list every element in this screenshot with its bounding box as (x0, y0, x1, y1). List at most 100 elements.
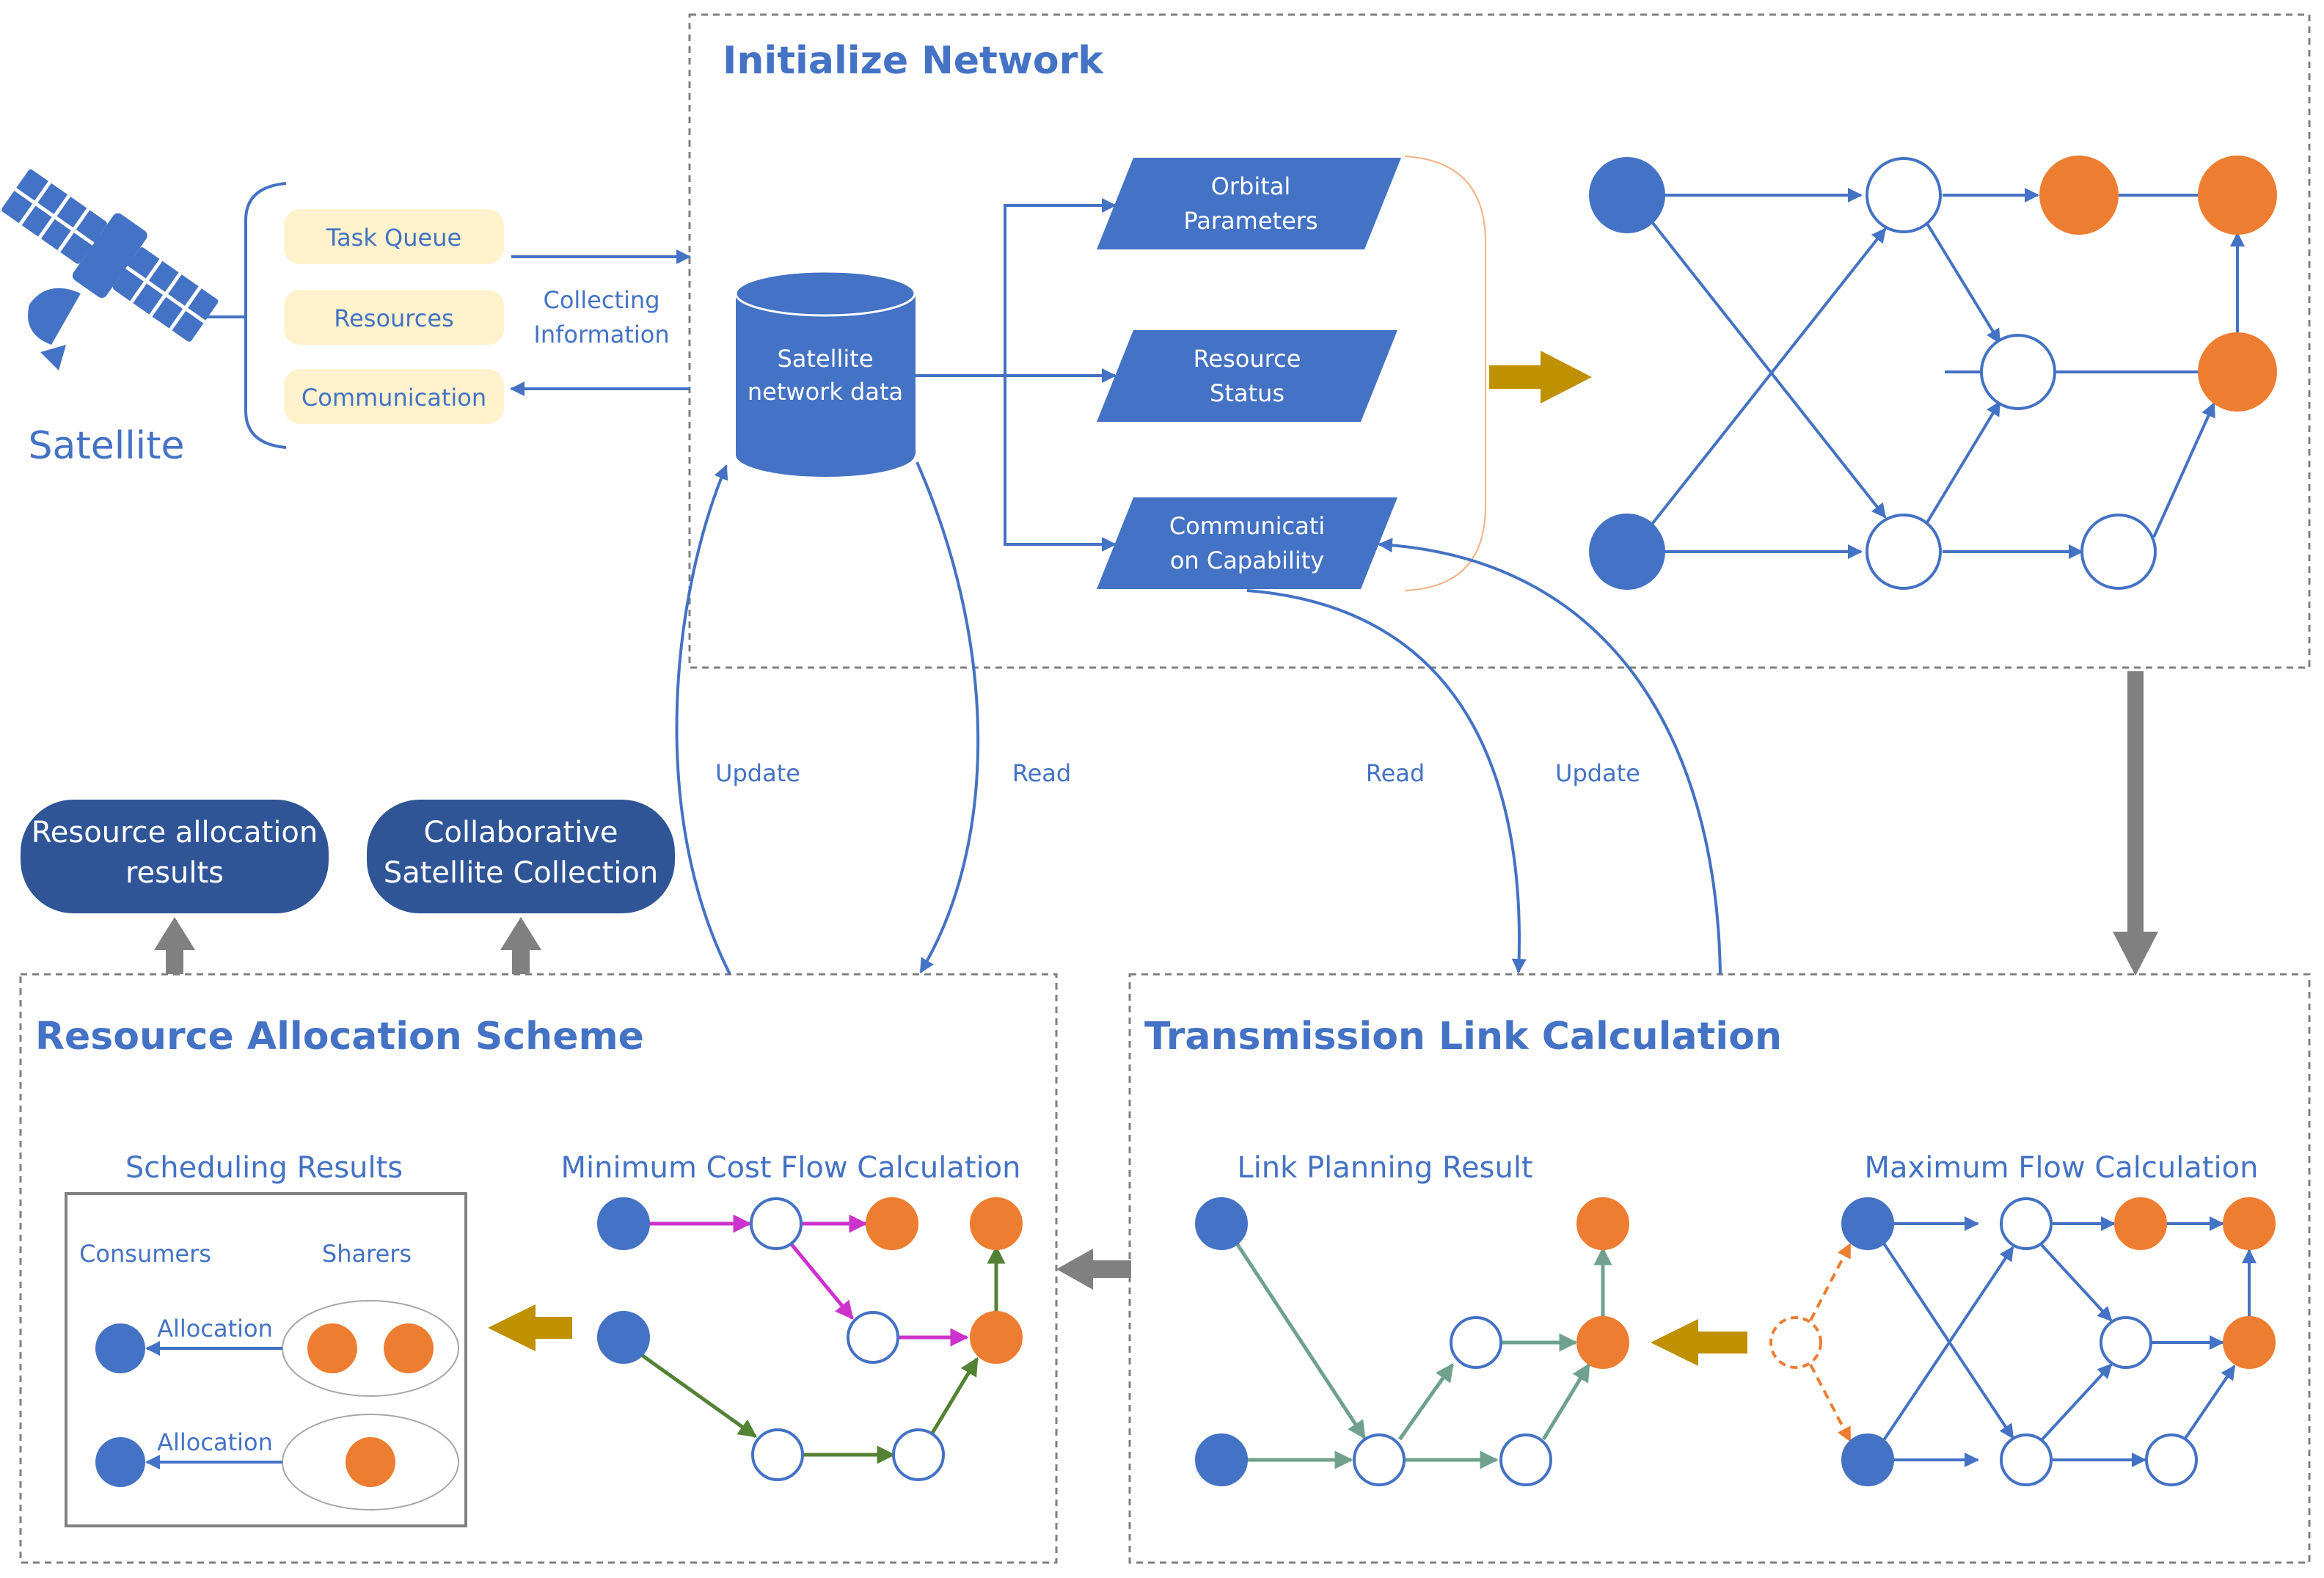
initial-network-edges (1643, 188, 2245, 559)
consumer-node (95, 1437, 145, 1487)
communication-capability-shape (1097, 497, 1397, 589)
task-queue-box (284, 209, 504, 264)
init-node-sharer (2039, 156, 2119, 235)
mincost-sharer-node (970, 1197, 1023, 1250)
init-node-hollow (1980, 334, 2056, 410)
update-label-right: Update (1555, 759, 1640, 787)
init-node-hollow (2080, 514, 2157, 590)
maxflow-to-linkplan-arrow (1651, 1319, 1747, 1366)
init-node-source-top (1589, 157, 1665, 233)
link-sharer-node (1576, 1316, 1629, 1369)
maxflow-hollow-node (2000, 1433, 2053, 1486)
initialize-network-title: Initialize Network (723, 39, 1104, 83)
init-node-source-bottom (1589, 514, 1665, 590)
communication-capability-label-1: Communicati (1169, 512, 1325, 540)
update-read-curves (675, 461, 1722, 975)
satellite-icon (1, 169, 219, 370)
parameter-fanout (916, 198, 1117, 552)
read-label-right: Read (1366, 759, 1425, 787)
orbital-parameters-label-1: Orbital (1211, 172, 1291, 200)
max-flow-edges (1881, 1216, 2257, 1467)
resources-label: Resources (334, 304, 453, 332)
initialize-network-frame (688, 13, 2311, 669)
database-label-1: Satellite (777, 345, 873, 373)
communication-capability-label-2: on Capability (1170, 547, 1324, 574)
mincost-sharer-node (866, 1197, 918, 1250)
consumers-label: Consumers (79, 1240, 211, 1268)
sharer-node (307, 1323, 357, 1373)
read-curve-left (916, 461, 980, 974)
task-queue-label: Task Queue (326, 224, 461, 252)
communication-label: Communication (302, 384, 486, 412)
transmission-to-allocation-arrow (1056, 1249, 1131, 1290)
satellite-panel-grid (14, 180, 206, 331)
orbital-parameters-shape (1097, 158, 1401, 249)
link-source-node (1195, 1433, 1248, 1486)
resource-status-label-1: Resource (1194, 345, 1301, 373)
satellite-label: Satellite (29, 424, 185, 468)
mincost-source-node (597, 1311, 650, 1364)
min-cost-flow-title: Minimum Cost Flow Calculation (561, 1151, 1021, 1185)
link-sharer-node (1576, 1197, 1629, 1250)
communication-box (284, 369, 504, 424)
link-planning-nodes (1195, 1197, 1629, 1486)
mincost-to-scheduling-arrow (488, 1304, 572, 1351)
collecting-label-2: Information (533, 321, 669, 348)
results-up-arrows (154, 917, 541, 974)
init-node-sharer (2198, 332, 2277, 412)
init-node-sharer (2198, 156, 2277, 235)
mincost-hollow-node (847, 1311, 899, 1364)
update-curve-left (675, 464, 731, 975)
maxflow-hollow-node (2000, 1197, 2053, 1250)
database-label-2: network data (748, 378, 903, 406)
sharer-node (346, 1437, 395, 1487)
maxflow-source-node (1841, 1197, 1894, 1250)
resource-allocation-results-box (21, 800, 329, 913)
maxflow-sharer-node (2223, 1316, 2276, 1369)
maxflow-hollow-node (2100, 1316, 2152, 1369)
update-label-left: Update (715, 759, 800, 787)
allocation-label: Allocation (157, 1428, 273, 1456)
mincost-hollow-node (751, 1428, 804, 1481)
link-planning-title: Link Planning Result (1237, 1151, 1532, 1185)
satellite-network-database (734, 270, 916, 477)
scheduling-results-title: Scheduling Results (125, 1151, 403, 1185)
transmission-link-frame (1128, 973, 2311, 1564)
read-curve-right (1246, 589, 1527, 974)
maxflow-hollow-node (2145, 1433, 2198, 1486)
link-hollow-node (1353, 1433, 1406, 1486)
read-label-left: Read (1012, 759, 1071, 787)
mincost-hollow-node (892, 1428, 945, 1481)
link-source-node (1195, 1197, 1248, 1250)
resource-status-shape (1097, 330, 1397, 422)
transmission-title: Transmission Link Calculation (1144, 1015, 1782, 1059)
dummy-source-node (1769, 1316, 1822, 1369)
maxflow-sharer-node (2223, 1197, 2276, 1250)
sharers-label: Sharers (322, 1240, 412, 1268)
maxflow-source-node (1841, 1433, 1894, 1486)
max-flow-nodes (1841, 1197, 2276, 1486)
satellite-brace (244, 182, 287, 449)
parameter-grouping-bracket (1404, 156, 1486, 591)
collaborative-satellite-box (367, 800, 675, 913)
allocation-label: Allocation (157, 1315, 273, 1343)
link-planning-edges (1235, 1242, 1612, 1469)
sharer-node (384, 1323, 434, 1373)
resources-box (284, 290, 504, 345)
initial-network-nodes (1589, 156, 2277, 590)
init-node-hollow (1866, 514, 1942, 590)
mincost-source-node (597, 1197, 650, 1250)
collecting-label-1: Collecting (543, 286, 659, 314)
resource-allocation-title: Resource Allocation Scheme (35, 1015, 644, 1059)
collaborative-label-1: Collaborative (423, 816, 618, 850)
collaborative-label-2: Satellite Collection (384, 856, 658, 890)
results-label-1: Resource allocation (32, 816, 318, 850)
resource-status-label-2: Status (1210, 379, 1285, 407)
results-label-2: results (125, 856, 224, 890)
mincost-sharer-node (970, 1311, 1023, 1364)
max-flow-title: Maximum Flow Calculation (1865, 1151, 2259, 1185)
init-node-hollow (1866, 157, 1942, 233)
consumer-node (95, 1323, 145, 1373)
init-to-transmission-arrow (2113, 671, 2158, 976)
